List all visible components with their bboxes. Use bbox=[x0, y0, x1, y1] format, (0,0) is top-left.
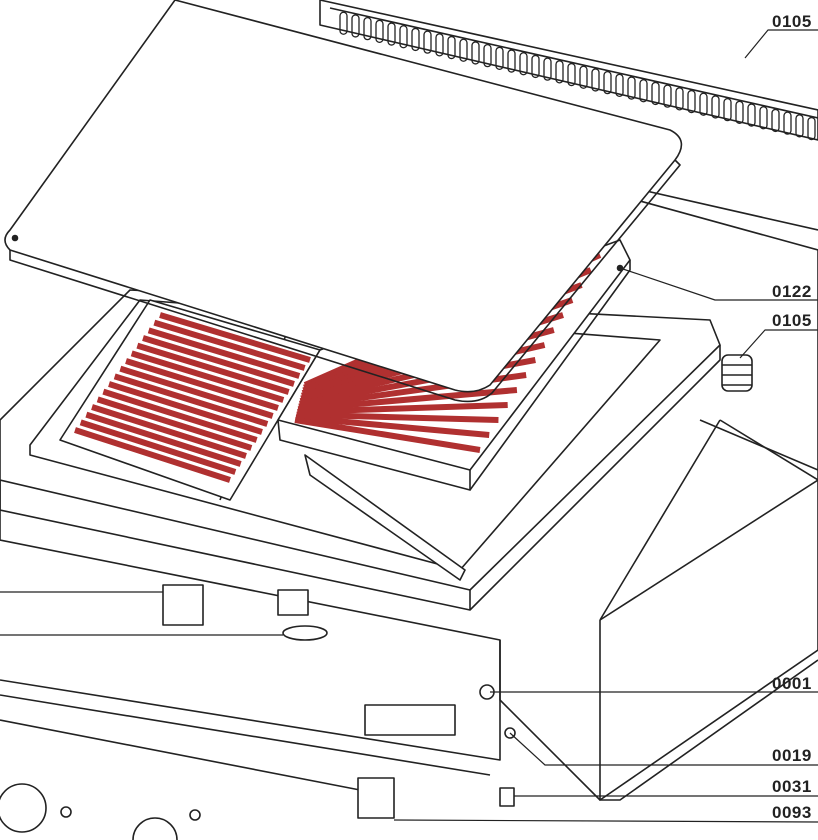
vent-slot bbox=[555, 60, 564, 84]
vent-slot bbox=[567, 62, 576, 87]
heating-element-bar bbox=[297, 402, 508, 415]
vent-slot bbox=[591, 68, 600, 92]
heating-element-bar bbox=[159, 312, 311, 363]
vent-slot bbox=[795, 114, 804, 138]
control-knobs bbox=[0, 783, 201, 840]
heating-element-bar bbox=[147, 327, 301, 379]
vent-slot bbox=[771, 108, 780, 133]
callout-label: 0031 bbox=[772, 777, 812, 796]
heating-element-bar bbox=[295, 414, 490, 438]
rear-vent-panel bbox=[319, 0, 818, 141]
vent-slot bbox=[783, 111, 792, 135]
heating-element-bar bbox=[297, 387, 518, 413]
vent-slot bbox=[699, 92, 708, 116]
vent-slot bbox=[627, 76, 636, 100]
vent-slot bbox=[579, 65, 588, 89]
vent-slot bbox=[423, 30, 432, 54]
vent-slot bbox=[531, 54, 540, 79]
heating-element-bar bbox=[91, 404, 247, 459]
vent-slot bbox=[507, 49, 516, 73]
heating-element-bar bbox=[113, 373, 269, 427]
heating-element-bar bbox=[85, 411, 242, 467]
vent-slot bbox=[471, 41, 480, 65]
vent-slot bbox=[723, 98, 732, 122]
heating-element-bar bbox=[96, 396, 253, 451]
vent-slot bbox=[387, 22, 396, 46]
callout-label: 0122 bbox=[772, 282, 812, 301]
vent-slot bbox=[663, 84, 672, 108]
heating-element-bar bbox=[153, 319, 306, 371]
callout-label: 0019 bbox=[772, 746, 812, 765]
vent-slot bbox=[615, 73, 624, 97]
vent-slot bbox=[351, 14, 360, 38]
heating-element-bar bbox=[119, 365, 274, 419]
callout-label: 0093 bbox=[772, 803, 812, 822]
vent-slot bbox=[363, 16, 372, 41]
vent-slot bbox=[603, 71, 612, 95]
heating-element-bar bbox=[108, 381, 263, 435]
brace bbox=[304, 454, 466, 581]
vent-slot bbox=[807, 116, 816, 141]
vent-slot bbox=[543, 57, 552, 81]
heating-element-bar bbox=[142, 335, 295, 387]
heating-element-bar bbox=[296, 411, 499, 423]
vent-slot bbox=[651, 81, 660, 106]
vent-slot bbox=[483, 44, 492, 68]
vent-slot bbox=[747, 103, 756, 127]
leader-lines bbox=[0, 29, 818, 823]
callout-label: 0105 bbox=[772, 12, 812, 31]
vent-slot bbox=[639, 79, 648, 103]
terminal-block bbox=[162, 584, 516, 819]
vent-slot bbox=[411, 27, 420, 52]
vent-slot bbox=[711, 95, 720, 119]
heating-element-bar bbox=[136, 342, 290, 395]
heating-element-bar bbox=[74, 427, 231, 483]
vent-slot bbox=[447, 35, 456, 60]
heating-element-bar bbox=[130, 350, 285, 403]
cable-gland bbox=[721, 354, 753, 392]
vent-slot bbox=[339, 11, 348, 35]
vent-slot bbox=[735, 100, 744, 124]
vent-slot bbox=[435, 33, 444, 57]
vent-slot bbox=[375, 19, 384, 44]
heating-element-bar bbox=[102, 388, 258, 443]
vent-slot bbox=[675, 87, 684, 111]
vent-slot bbox=[399, 25, 408, 49]
heating-element-bar bbox=[125, 358, 279, 411]
callout-label: 0001 bbox=[772, 674, 812, 693]
vent-slot bbox=[495, 46, 504, 70]
vent-slot bbox=[459, 38, 468, 62]
heating-element-bar bbox=[79, 419, 237, 475]
vent-slot bbox=[759, 106, 768, 130]
heating-element-bar bbox=[294, 417, 481, 453]
callout-label: 0105 bbox=[772, 311, 812, 330]
vent-slot bbox=[519, 52, 528, 76]
vent-slot bbox=[687, 89, 696, 114]
top-lid bbox=[4, 0, 683, 403]
